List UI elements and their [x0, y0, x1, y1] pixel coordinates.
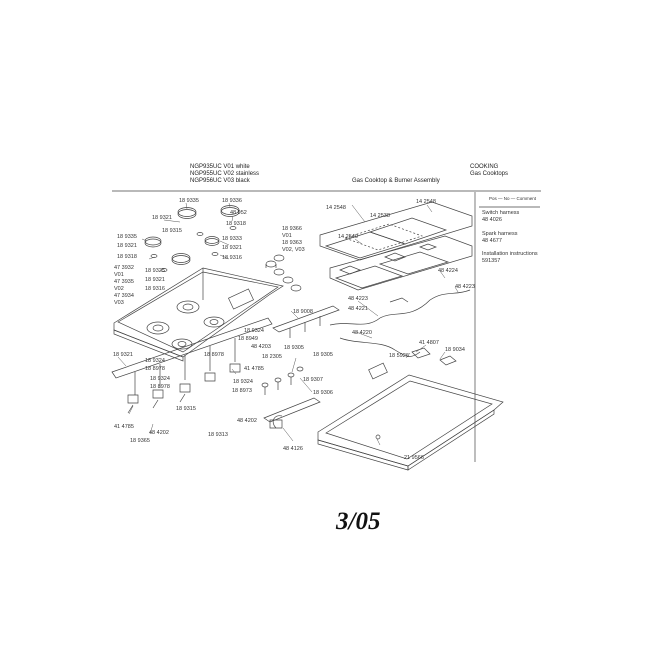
part-callout: 18 9366: [282, 226, 302, 232]
front-bracket: [264, 398, 320, 428]
part-callout: 41 4785: [244, 366, 264, 372]
part-callout: 18 8978: [150, 384, 170, 390]
part-callout: 18 9321: [117, 243, 137, 249]
leader-lines: [118, 203, 458, 445]
part-callout: V02: [114, 286, 124, 292]
part-callout: 18 9324: [244, 328, 264, 334]
part-callout: V03: [114, 300, 124, 306]
category-label: COOKING: [470, 164, 499, 170]
part-callout: 47 3935: [114, 279, 134, 285]
model-row-1: NGP935UC V01 white: [190, 164, 250, 171]
part-callout: 18 9324: [145, 358, 165, 364]
part-callout: 18 8978: [204, 352, 224, 358]
part-callout: V01: [282, 233, 292, 239]
part-callout: 18 8973: [232, 388, 252, 394]
part-callout: 48 4223: [348, 296, 368, 302]
part-callout: 18 9321: [222, 245, 242, 251]
part-callout: 18 9335: [179, 198, 199, 204]
part-callout: 18 8949: [238, 336, 258, 342]
part-callout: 48 4203: [251, 344, 271, 350]
cooktop-top-panel: [114, 268, 283, 361]
part-callout: 18 9315: [176, 406, 196, 412]
sidebar-item-part: 48 4677: [482, 238, 502, 244]
model-variant: V01 white: [223, 164, 250, 170]
part-callout: 14 2548: [326, 205, 346, 211]
burner-caps: [145, 206, 239, 272]
part-callout: 18 9316: [145, 286, 165, 292]
control-knobs: [266, 255, 301, 291]
part-callout: 47 3934: [114, 293, 134, 299]
part-callout: 18 9336: [222, 198, 242, 204]
part-callout: 48 4223: [455, 284, 475, 290]
drip-tray: [318, 375, 503, 470]
part-callout: 18 8978: [145, 366, 165, 372]
part-callout: 18 9316: [222, 255, 242, 261]
part-callout: 18 9324: [150, 376, 170, 382]
part-callout: 48 952: [230, 210, 247, 216]
part-callout: 47 3932: [114, 265, 134, 271]
part-callout: 18 5926: [389, 353, 409, 359]
part-callout: 48 4202: [237, 418, 257, 424]
subcategory-label: Gas Cooktops: [470, 171, 509, 177]
part-callout: 18 9008: [293, 309, 313, 315]
model-variant: V03 black: [223, 178, 250, 184]
part-callout: 18 9325: [145, 268, 165, 274]
wiring-harness: [330, 290, 470, 379]
sidebar-item-label: Spark harness: [482, 231, 518, 237]
model-row-2: NGP955UC V02 stainless: [190, 171, 259, 178]
sidebar-item-part: 48 4026: [482, 217, 502, 223]
model-row-3: NGP956UC V03 black: [190, 178, 250, 185]
part-callout: 48 4224: [438, 268, 458, 274]
model-number: NGP956UC: [190, 178, 222, 184]
model-number: NGP935UC: [190, 164, 222, 170]
part-callout: V02, V03: [282, 247, 305, 253]
date-stamp: 3/05: [336, 508, 381, 535]
assembly-title: Gas Cooktop & Burner Assembly: [352, 178, 440, 184]
part-callout: 18 9365: [130, 438, 150, 444]
sidebar-item-label: Switch harness: [482, 210, 520, 216]
model-variant: V02 stainless: [223, 171, 260, 177]
part-callout: 18 9034: [445, 347, 465, 353]
part-callout: 48 4126: [283, 446, 303, 452]
part-callout: 18 9307: [303, 377, 323, 383]
part-callout: 18 9305: [313, 352, 333, 358]
part-callout: 18 9305: [284, 345, 304, 351]
part-callout: 18 9324: [233, 379, 253, 385]
ignition-switches: [262, 306, 339, 395]
gas-manifold: [112, 318, 272, 413]
part-callout: V01: [114, 272, 124, 278]
part-callout: 18 9321: [113, 352, 133, 358]
part-callout: 18 9313: [208, 432, 228, 438]
part-callout: 18 9333: [222, 236, 242, 242]
part-callout: 14 2540: [338, 234, 358, 240]
part-callout: 18 9363: [282, 240, 302, 246]
part-callout: 14 2538: [370, 213, 390, 219]
part-callout: 21 9566: [404, 455, 424, 461]
part-callout: 41 4785: [114, 424, 134, 430]
part-callout: 41 4807: [419, 340, 439, 346]
burner-grates: [320, 202, 472, 290]
part-callout: 48 4202: [149, 430, 169, 436]
part-callout: 18 9335: [117, 234, 137, 240]
part-callout: 18 2305: [262, 354, 282, 360]
part-callout: 48 4221: [348, 306, 368, 312]
sidebar-item-part: 591357: [482, 258, 501, 264]
part-callout: 14 2548: [416, 199, 436, 205]
part-callout: 18 9306: [313, 390, 333, 396]
sidebar-item-label: Installation instructions: [482, 251, 538, 257]
part-callout: 18 9321: [152, 215, 172, 221]
part-callout: 18 9318: [226, 221, 246, 227]
part-callout: 18 9318: [117, 254, 137, 260]
model-number: NGP955UC: [190, 171, 222, 177]
part-callout: 18 9321: [145, 277, 165, 283]
part-callout: 18 9315: [162, 228, 182, 234]
sidebar-column-header: Pos — No — Comment: [489, 196, 537, 201]
part-callout: 48 4220: [352, 330, 372, 336]
